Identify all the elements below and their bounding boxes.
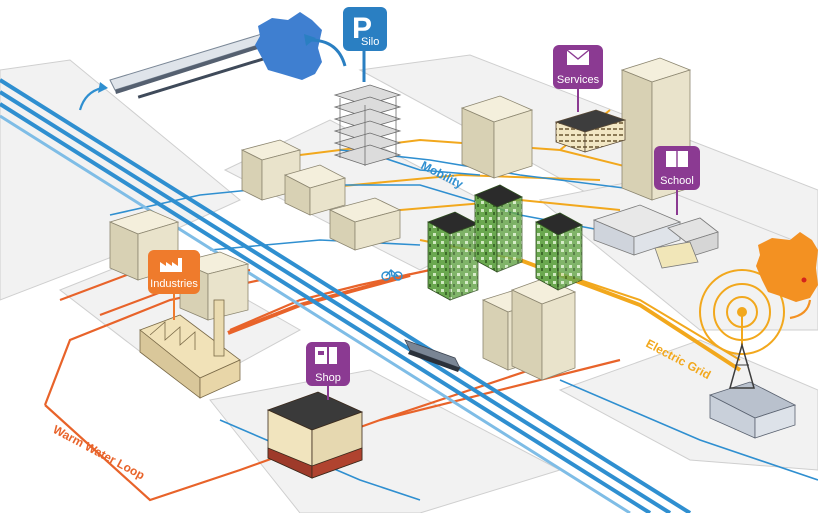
france-arrow-head (304, 34, 316, 46)
data-center-building (708, 381, 797, 439)
green-towers (427, 184, 583, 301)
school-label: School (660, 175, 694, 187)
silo-label: Silo (361, 36, 379, 48)
industries-building (139, 299, 241, 399)
parking-silo-building (333, 84, 402, 166)
school-building (592, 204, 719, 269)
rail-corridor (0, 78, 692, 513)
france-orange-arrow (789, 299, 812, 320)
shop-label: Shop (315, 372, 341, 384)
silo-badge: P Silo (343, 7, 387, 82)
shop-building (266, 391, 364, 479)
bicycle-icon (381, 269, 403, 281)
services-building (554, 109, 627, 153)
services-badge: Services (553, 45, 603, 112)
school-badge: School (654, 146, 700, 215)
train-icon (109, 29, 281, 99)
train-arrow-head (98, 82, 108, 93)
book-icon (666, 151, 688, 167)
shop-icon (315, 347, 337, 364)
france-map-orange (756, 232, 818, 302)
industries-badge: Industries (148, 250, 200, 320)
warm-water-loop-label: Warm Water Loop (51, 422, 147, 482)
tram-icon (404, 339, 461, 372)
parking-icon: P (352, 12, 372, 45)
industries-label: Industries (150, 278, 198, 290)
france-arrow (309, 38, 347, 67)
mail-icon (566, 49, 590, 65)
shop-badge: Shop (306, 342, 350, 400)
services-label: Services (557, 74, 600, 86)
antenna-icon (699, 269, 785, 389)
france-map-blue (255, 12, 322, 80)
ground-plates (0, 54, 818, 513)
france-location-dot (801, 277, 807, 283)
factory-icon (160, 258, 182, 272)
